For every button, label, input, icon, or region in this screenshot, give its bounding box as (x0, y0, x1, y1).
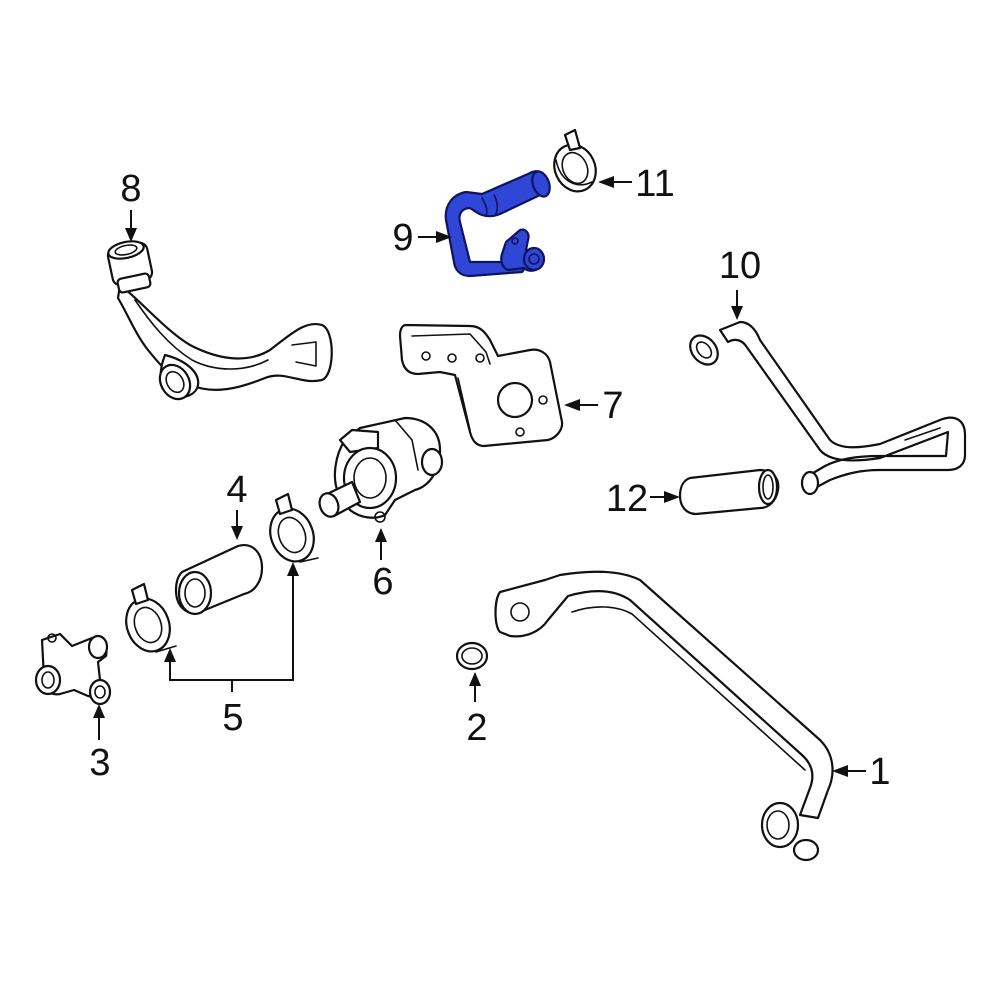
part-4-coolant-hose[interactable] (174, 544, 264, 616)
callout-numbers: 8 9 11 10 7 12 4 6 5 3 2 1 (89, 163, 890, 793)
part-12-hose-sleeve[interactable] (678, 468, 780, 516)
part-5-hose-clamp-right[interactable] (263, 492, 321, 568)
part-3-tee-connector[interactable] (34, 632, 112, 706)
part-10-coolant-pipe[interactable] (685, 320, 967, 496)
part-7-mounting-bracket[interactable] (398, 323, 564, 448)
part-9-hose-highlighted[interactable] (444, 169, 553, 278)
callout-12: 12 (606, 478, 648, 520)
callout-6: 6 (372, 561, 393, 603)
callout-1: 1 (869, 751, 890, 793)
callout-2: 2 (466, 707, 487, 749)
callout-9: 9 (392, 217, 413, 259)
part-5-hose-clamp-left[interactable] (119, 582, 177, 658)
callout-10: 10 (719, 245, 761, 287)
part-1-coolant-pipe[interactable] (494, 570, 834, 862)
callout-3: 3 (89, 742, 110, 784)
part-11-hose-clamp[interactable] (547, 128, 604, 198)
callout-5: 5 (222, 697, 243, 739)
part-8-coolant-pipe[interactable] (106, 238, 333, 404)
callout-11: 11 (635, 163, 674, 205)
callout-4: 4 (226, 469, 247, 511)
leader-lines (93, 176, 866, 777)
callout-7: 7 (602, 385, 623, 427)
part-2-o-ring[interactable] (455, 641, 489, 671)
part-6-auxiliary-water-pump[interactable] (316, 416, 444, 523)
callout-8: 8 (120, 168, 141, 210)
